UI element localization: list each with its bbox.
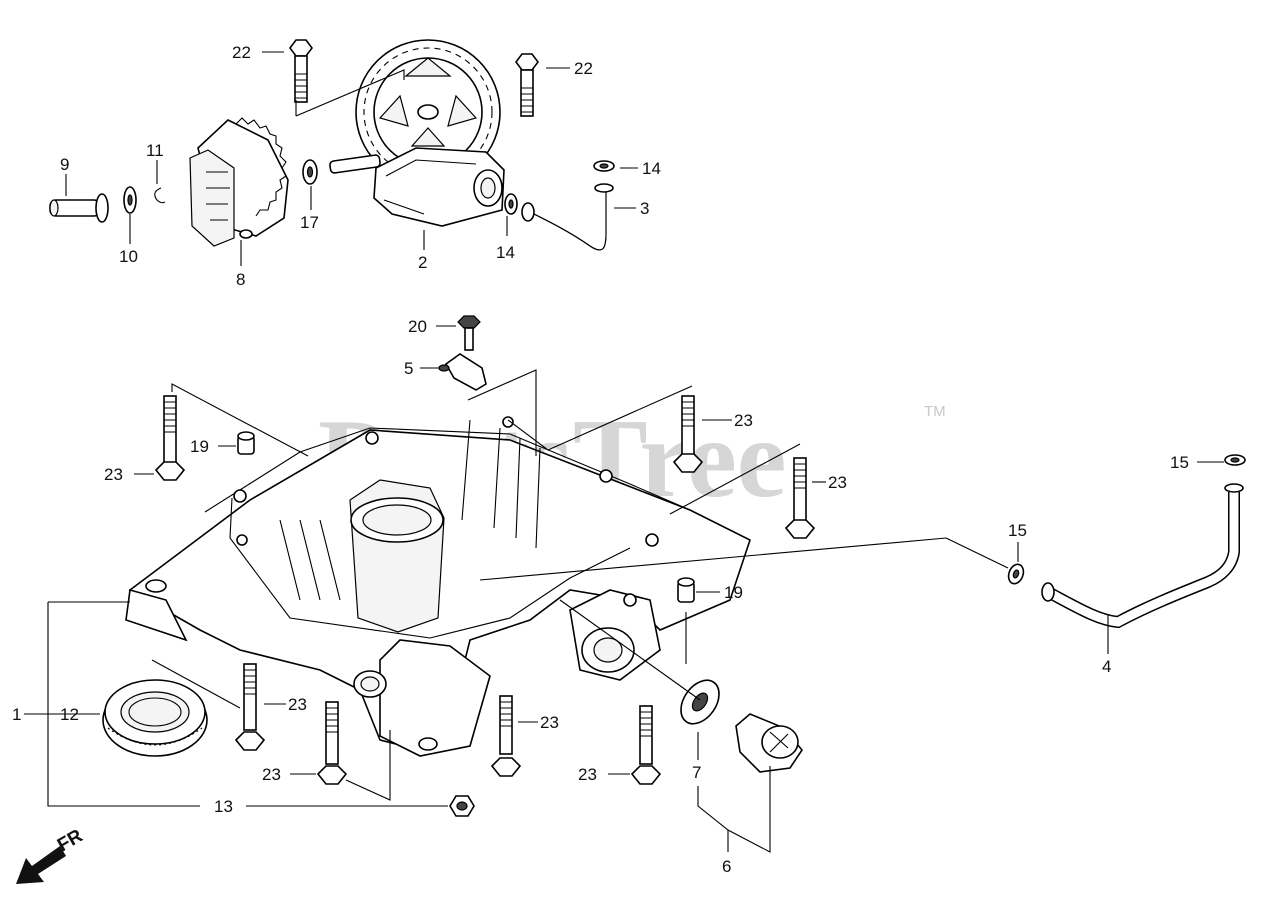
callout-23: 23 (578, 765, 597, 784)
callout-2: 2 (418, 253, 427, 272)
part-washer-17 (302, 159, 318, 185)
front-direction-indicator: FR (16, 825, 87, 884)
part-bolt-23-e (316, 701, 348, 785)
callout-23: 23 (104, 465, 123, 484)
callout-7: 7 (692, 763, 701, 782)
callout-23: 23 (540, 713, 559, 732)
part-washer-14b (504, 193, 518, 215)
callout-5: 5 (404, 359, 413, 378)
part-dowel-19b (677, 577, 695, 603)
part-oil-pump-2 (329, 39, 505, 227)
callout-14: 14 (642, 159, 661, 178)
callout-6: 6 (722, 857, 731, 876)
part-bolt-23-b (672, 395, 704, 473)
part-governor-8 (189, 117, 289, 247)
callout-4: 4 (1102, 657, 1111, 676)
callout-17: 17 (300, 213, 319, 232)
part-washer-15b (1007, 563, 1025, 585)
part-bolt-23-f (490, 695, 522, 777)
watermark-trademark: TM (924, 403, 946, 420)
part-shaft-9 (49, 193, 109, 223)
part-washer-7 (680, 679, 720, 725)
part-clamp-5 (438, 353, 487, 391)
callout-22: 22 (232, 43, 251, 62)
part-oil-seal-12 (102, 679, 208, 757)
part-crankcase-1 (125, 416, 751, 757)
part-washer-14a (593, 160, 615, 172)
leader-lines (24, 51, 1224, 853)
arrow-icon (16, 846, 66, 884)
callout-10: 10 (119, 247, 138, 266)
part-bolt-23-g (630, 705, 662, 785)
part-dowel-19a (237, 431, 255, 455)
part-pipe-3 (521, 183, 614, 251)
part-bolt-22a (289, 39, 313, 103)
part-drain-plug-6 (735, 713, 803, 773)
callout-11: 11 (146, 141, 164, 160)
part-nut-13 (449, 795, 475, 817)
part-bolt-22b (515, 53, 539, 117)
callout-13: 13 (214, 797, 233, 816)
part-bolt-20 (457, 315, 481, 351)
callout-14: 14 (496, 243, 515, 262)
part-bolt-23-d (234, 663, 266, 751)
part-pipe-4 (1041, 483, 1244, 629)
callout-12: 12 (60, 705, 79, 724)
callout-19: 19 (190, 437, 209, 456)
callout-23: 23 (734, 411, 753, 430)
callout-19: 19 (724, 583, 743, 602)
part-washer-15a (1224, 454, 1246, 466)
callout-22: 22 (574, 59, 593, 78)
callout-1: 1 (12, 705, 21, 724)
part-bolt-23-c (784, 457, 816, 539)
callout-23: 23 (828, 473, 847, 492)
part-bolt-23-a (154, 395, 186, 481)
part-washer-10 (123, 186, 137, 214)
callout-3: 3 (640, 199, 649, 218)
callout-labels: 22 22 9 11 10 8 17 2 14 14 3 20 5 19 23 … (12, 43, 1189, 876)
callout-20: 20 (408, 317, 427, 336)
callout-23: 23 (262, 765, 281, 784)
part-clip-11 (154, 187, 166, 204)
callout-15: 15 (1170, 453, 1189, 472)
callout-9: 9 (60, 155, 69, 174)
callout-23: 23 (288, 695, 307, 714)
callout-15: 15 (1008, 521, 1027, 540)
callout-8: 8 (236, 270, 245, 289)
